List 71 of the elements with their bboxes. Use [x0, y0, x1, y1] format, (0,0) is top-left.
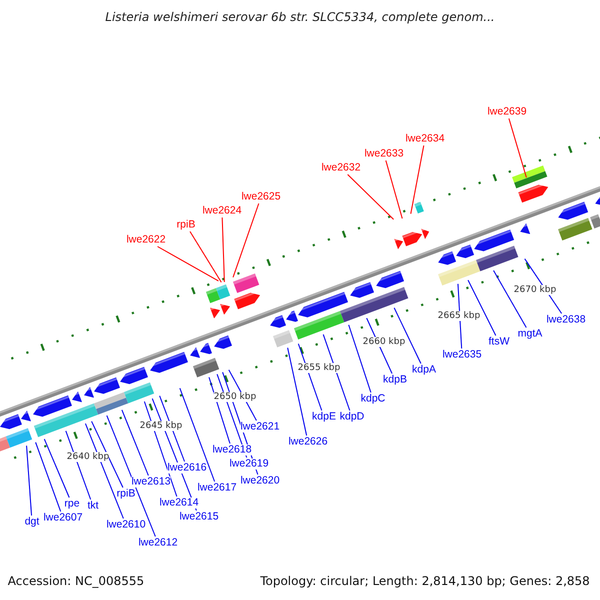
- gene-label: lwe2624: [202, 206, 242, 216]
- scale-label: 2645 kbp: [140, 421, 182, 431]
- leader-line: [287, 347, 308, 436]
- gene-label: lwe2622: [126, 234, 166, 246]
- gene-label: lwe2615: [179, 512, 219, 522]
- leader-line: [106, 415, 156, 537]
- leader-line: [468, 280, 496, 336]
- leader-line: [410, 145, 424, 214]
- leader-line: [385, 160, 403, 220]
- gene-label: lwe2633: [364, 148, 404, 160]
- info-text: Topology: circular; Length: 2,814,130 bp; Genes: 2,858: [260, 574, 590, 588]
- leader-line: [348, 324, 372, 393]
- info-text: Accession: NC_008555: [8, 574, 144, 588]
- gene-label: lwe2618: [212, 444, 252, 456]
- gene-label: lwe2621: [240, 422, 280, 432]
- gene-label: dgt: [24, 516, 40, 528]
- leader-line: [91, 420, 124, 488]
- gene-label: mgtA: [518, 328, 542, 340]
- gene-label: lwe2614: [159, 498, 199, 508]
- leader-line: [159, 395, 186, 462]
- gene-label: kdpC: [360, 394, 386, 404]
- leader-line: [394, 307, 422, 364]
- gene-label: lwe2638: [546, 314, 586, 326]
- gene-label: kdpD: [340, 412, 364, 422]
- scale-label: 2670 kbp: [514, 285, 556, 295]
- leader-line: [232, 203, 260, 278]
- gene-label: lwe2620: [240, 476, 280, 486]
- map-title: Listeria welshimeri serovar 6b str. SLCC5334, complete genom...: [104, 10, 496, 24]
- gene-label: lwe2626: [288, 436, 328, 448]
- gene-label: tkt: [87, 500, 99, 512]
- leader-line: [322, 334, 350, 411]
- gene-label: lwe2612: [138, 538, 178, 548]
- scale-label: 2655 kbp: [298, 363, 340, 373]
- leader-line: [208, 376, 230, 444]
- leader-line: [44, 438, 70, 498]
- leader-line: [26, 445, 32, 516]
- leader-line: [35, 442, 62, 512]
- gene-label: kdpE: [312, 412, 336, 422]
- gene-label: ftsW: [488, 336, 510, 348]
- gene-label: kdpB: [383, 374, 407, 386]
- gene-label: lwe2625: [241, 192, 281, 202]
- leader-line: [347, 174, 394, 220]
- gene-label: lwe2632: [321, 162, 361, 174]
- gene-label: kdpA: [412, 364, 436, 376]
- gene-label: lwe2635: [442, 350, 482, 360]
- leader-line: [157, 246, 219, 282]
- scale-label: 2640 kbp: [66, 452, 110, 462]
- gene-label: rpiB: [176, 220, 196, 230]
- gene-label: lwe2616: [167, 462, 207, 474]
- gene-label: rpiB: [116, 488, 136, 500]
- leader-line: [222, 217, 225, 282]
- scale-label: 2650 kbp: [214, 392, 256, 402]
- leader-line: [121, 409, 149, 476]
- gene-label: lwe2634: [405, 134, 445, 144]
- leader-line: [508, 118, 527, 178]
- leader-line: [65, 430, 92, 500]
- gene-label: lwe2610: [106, 520, 146, 530]
- leader-line: [179, 388, 216, 482]
- leader-line: [84, 423, 124, 519]
- gene-label: lwe2617: [197, 482, 237, 494]
- scale-label: 2665 kbp: [438, 311, 480, 321]
- gene-label: lwe2619: [229, 458, 269, 470]
- gene-label: lwe2639: [487, 106, 527, 118]
- leader-line: [190, 231, 222, 283]
- gene-label: lwe2613: [131, 476, 171, 488]
- gene-label: lwe2607: [43, 512, 83, 524]
- scale-label: 2660 kbp: [362, 337, 406, 347]
- leader-line: [493, 270, 527, 328]
- leader-line: [144, 401, 178, 497]
- gene-label: rpe: [64, 498, 80, 510]
- leader-line: [298, 343, 322, 411]
